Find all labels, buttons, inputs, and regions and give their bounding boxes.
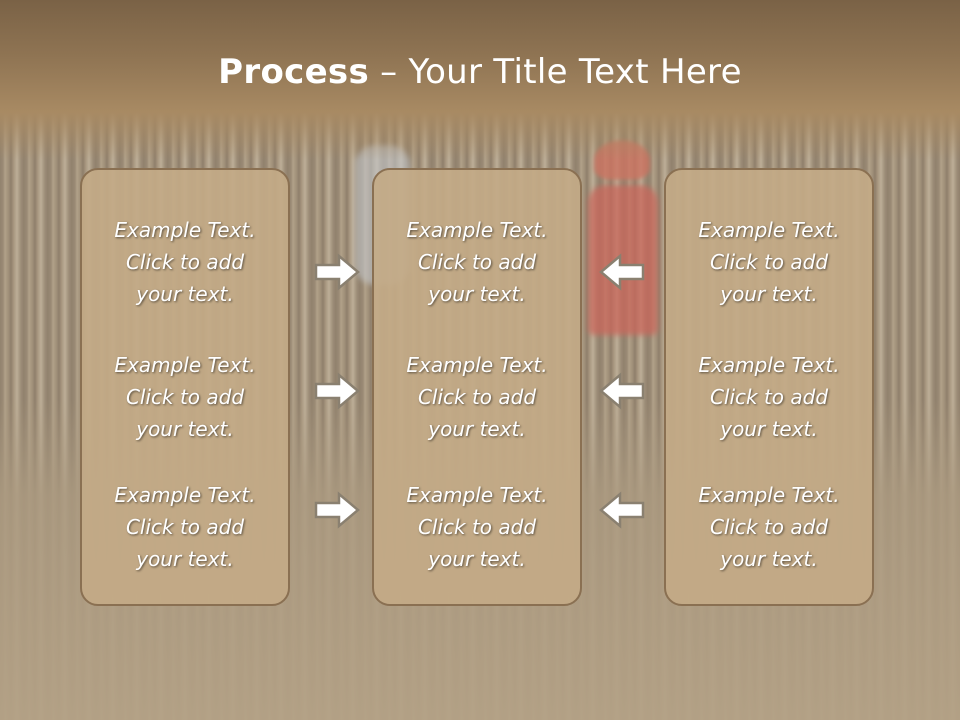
text-line: Click to add — [125, 385, 245, 409]
text-placeholder[interactable]: Example Text. Click to add your text. — [374, 349, 580, 445]
background-figure-red — [588, 185, 658, 335]
text-line: Click to add — [125, 515, 245, 539]
slide-title[interactable]: Process – Your Title Text Here — [0, 52, 960, 92]
left-arrow-icon — [599, 372, 645, 410]
text-line: your text. — [136, 282, 234, 306]
text-line: Click to add — [709, 385, 829, 409]
title-bar — [0, 0, 960, 160]
text-line: Example Text. — [698, 218, 840, 242]
text-line: Example Text. — [698, 353, 840, 377]
text-placeholder[interactable]: Example Text. Click to add your text. — [666, 214, 872, 310]
text-placeholder[interactable]: Example Text. Click to add your text. — [666, 349, 872, 445]
process-panel-middle[interactable]: Example Text. Click to add your text. Ex… — [372, 168, 582, 606]
text-line: your text. — [720, 417, 818, 441]
text-placeholder[interactable]: Example Text. Click to add your text. — [82, 479, 288, 575]
title-bold: Process — [218, 52, 370, 92]
text-line: Click to add — [417, 385, 537, 409]
text-line: Example Text. — [406, 218, 548, 242]
process-panel-left[interactable]: Example Text. Click to add your text. Ex… — [80, 168, 290, 606]
text-line: Example Text. — [406, 483, 548, 507]
text-line: your text. — [428, 282, 526, 306]
right-arrow-icon — [314, 372, 360, 410]
left-arrow-icon — [599, 253, 645, 291]
text-line: Click to add — [417, 250, 537, 274]
text-line: Click to add — [709, 515, 829, 539]
text-line: Example Text. — [114, 218, 256, 242]
text-line: Click to add — [417, 515, 537, 539]
text-line: your text. — [428, 547, 526, 571]
text-line: Example Text. — [114, 353, 256, 377]
text-line: Click to add — [709, 250, 829, 274]
process-panel-right[interactable]: Example Text. Click to add your text. Ex… — [664, 168, 874, 606]
text-line: Example Text. — [698, 483, 840, 507]
text-placeholder[interactable]: Example Text. Click to add your text. — [666, 479, 872, 575]
text-line: your text. — [720, 282, 818, 306]
right-arrow-icon — [314, 253, 360, 291]
text-placeholder[interactable]: Example Text. Click to add your text. — [82, 349, 288, 445]
title-rest: – Your Title Text Here — [369, 52, 742, 92]
text-line: your text. — [720, 547, 818, 571]
text-line: Example Text. — [114, 483, 256, 507]
text-line: Click to add — [125, 250, 245, 274]
text-placeholder[interactable]: Example Text. Click to add your text. — [374, 214, 580, 310]
text-line: your text. — [136, 547, 234, 571]
text-placeholder[interactable]: Example Text. Click to add your text. — [82, 214, 288, 310]
right-arrow-icon — [314, 491, 360, 529]
text-line: Example Text. — [406, 353, 548, 377]
text-placeholder[interactable]: Example Text. Click to add your text. — [374, 479, 580, 575]
text-line: your text. — [136, 417, 234, 441]
text-line: your text. — [428, 417, 526, 441]
left-arrow-icon — [599, 491, 645, 529]
